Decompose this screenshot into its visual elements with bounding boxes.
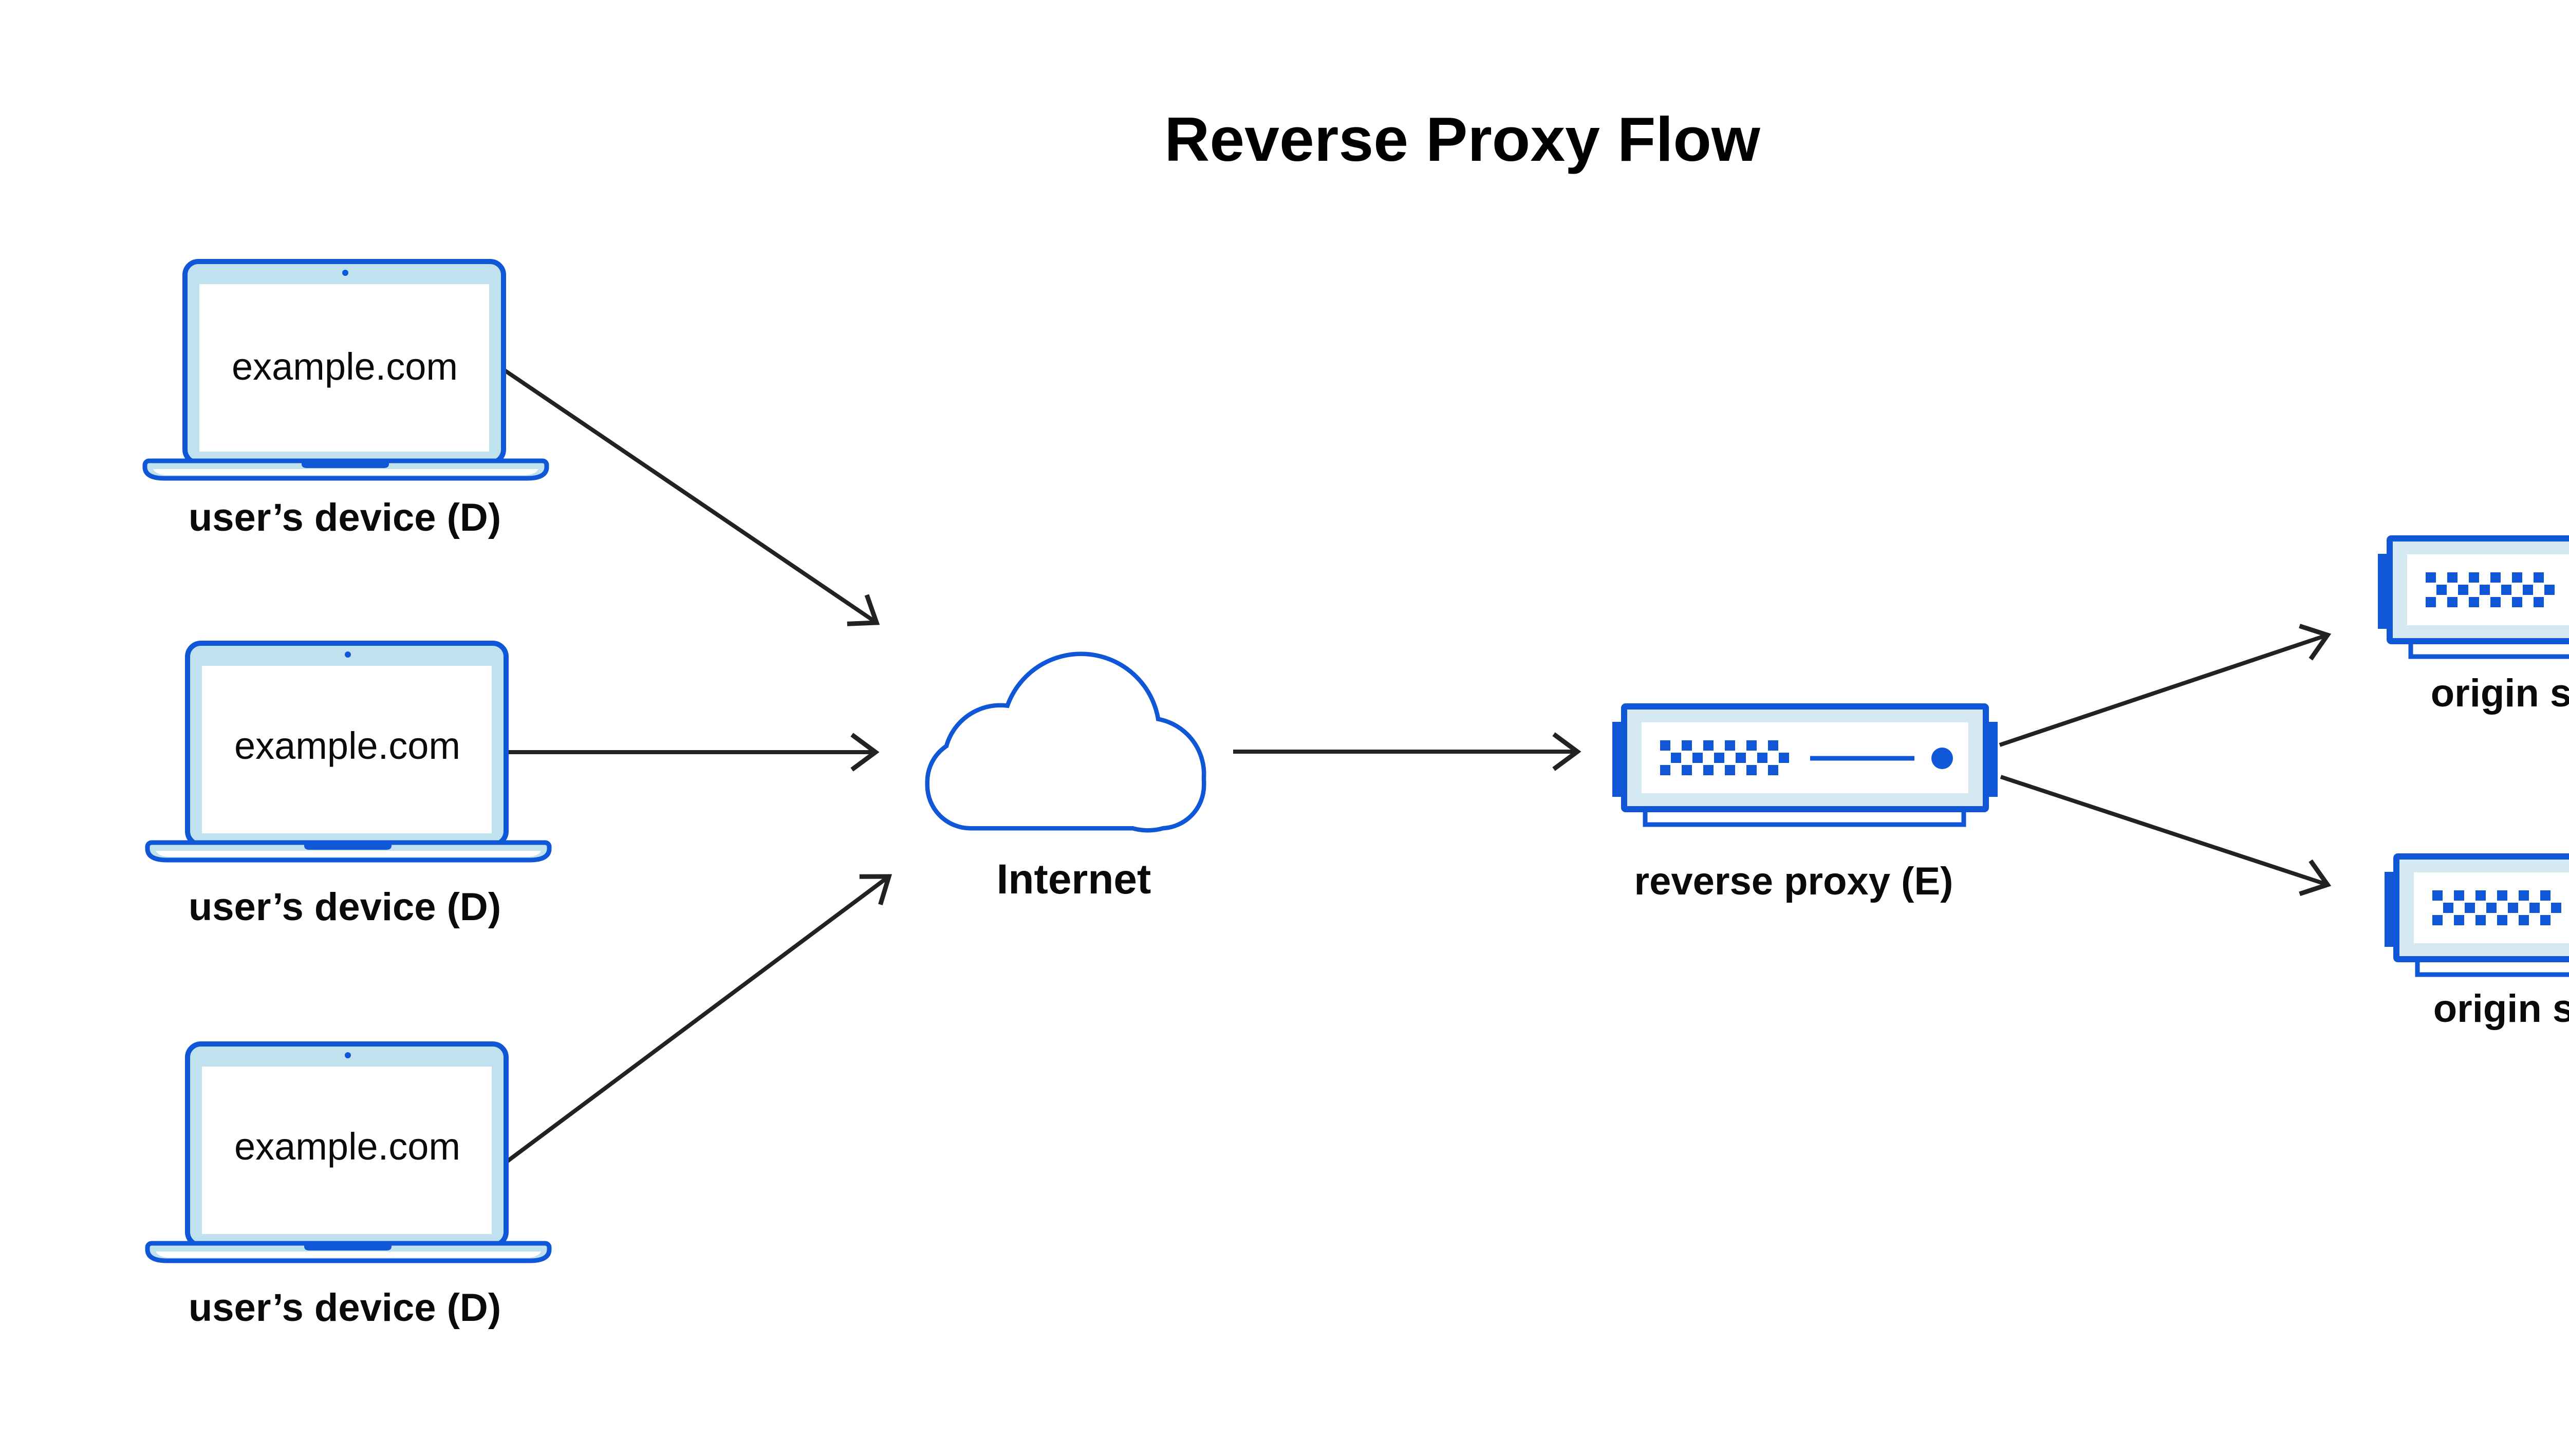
internet-label: Internet bbox=[996, 856, 1151, 903]
device-screen-text: example.com bbox=[231, 345, 458, 388]
arrow-proxy-to-origin2 bbox=[2000, 775, 2332, 897]
origin-server-label: origin server (F) bbox=[2430, 671, 2569, 715]
server-icon bbox=[2385, 856, 2569, 975]
arrow-device1-to-internet bbox=[501, 367, 880, 626]
device-label: user’s device (D) bbox=[188, 496, 501, 539]
reverse-proxy-label: reverse proxy (E) bbox=[1634, 860, 1953, 903]
device-screen-text: example.com bbox=[234, 1125, 461, 1168]
device-label: user’s device (D) bbox=[188, 1286, 501, 1330]
server-icon bbox=[2378, 538, 2569, 657]
cloud-icon bbox=[929, 656, 1202, 828]
arrow-proxy-to-origin1 bbox=[1999, 624, 2332, 747]
device-label: user’s device (D) bbox=[188, 885, 501, 929]
origin-server-label: origin server (F) bbox=[2433, 987, 2569, 1031]
server-icon bbox=[1612, 706, 1998, 825]
device-screen-text: example.com bbox=[234, 724, 461, 767]
diagram-title: Reverse Proxy Flow bbox=[1164, 104, 1760, 174]
arrow-device3-to-internet bbox=[505, 874, 892, 1164]
